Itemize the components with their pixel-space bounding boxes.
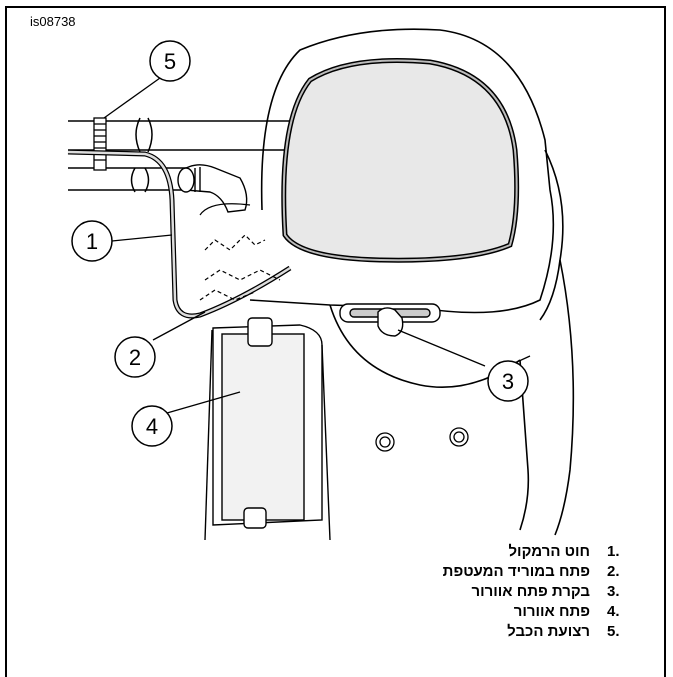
callout-3: 3	[487, 360, 529, 402]
parts-legend: חוט הרמקול .1 פתח במוריד המעטפת .2 בקרת …	[300, 543, 640, 643]
callout-2: 2	[114, 336, 156, 378]
vent-door	[204, 317, 331, 540]
clamp	[177, 164, 248, 213]
legend-item: חוט הרמקול .1	[508, 543, 620, 560]
vent-control	[339, 303, 441, 337]
svg-text:2: 2	[129, 345, 141, 370]
cable-strap	[93, 117, 107, 171]
figure-frame	[5, 6, 666, 677]
legend-item: רצועת הכבל .5	[507, 623, 620, 640]
svg-text:5: 5	[164, 49, 176, 74]
callout-5: 5	[149, 40, 191, 82]
figure-id: is08738	[30, 14, 76, 29]
callout-4: 4	[131, 405, 173, 447]
inner-fairing	[199, 203, 281, 301]
svg-text:1: 1	[86, 229, 98, 254]
mounting-bolts	[375, 427, 469, 452]
speaker-grille	[281, 58, 520, 263]
legend-item: פתח אוורור .4	[513, 603, 620, 620]
svg-text:3: 3	[502, 369, 514, 394]
callout-1: 1	[71, 220, 113, 262]
legend-item: פתח במוריד המעטפת .2	[442, 563, 620, 580]
fairing-illustration: 1 2 3 4 5	[67, 28, 575, 540]
legend-item: בקרת פתח אוורור .3	[471, 583, 620, 600]
svg-text:4: 4	[146, 414, 158, 439]
